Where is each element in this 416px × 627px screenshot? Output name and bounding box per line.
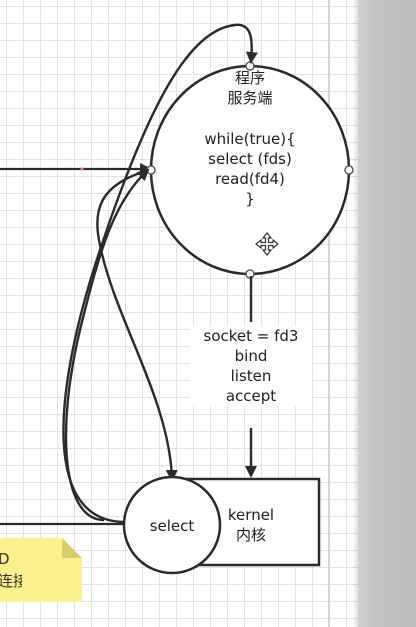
server-title-line1: 程序	[234, 69, 265, 87]
connection-handle-right[interactable]	[344, 165, 354, 175]
side-panel	[358, 0, 416, 627]
kernel-label-line2: 内核	[235, 526, 266, 544]
sticky-line2: 连接	[0, 572, 22, 590]
server-code-line: read(fd4)	[215, 170, 285, 188]
server-code-line: while(true){	[204, 130, 296, 148]
edge-label[interactable]: socket = fd3 bind listen accept	[190, 326, 312, 406]
edge-label-line: listen	[230, 367, 272, 385]
faint-point	[80, 167, 84, 171]
server-code-line: select (fds)	[208, 150, 292, 168]
kernel-label-line1: kernel	[227, 506, 275, 524]
server-code-line: }	[245, 190, 255, 208]
server-title-line2: 服务端	[227, 89, 273, 107]
edge-label-line: accept	[225, 387, 277, 405]
move-cursor-icon[interactable]	[255, 232, 279, 256]
page-border	[328, 0, 330, 627]
kernel-node-label: kernel 内核	[216, 505, 286, 545]
server-node-title: 程序 服务端	[190, 68, 310, 108]
canvas-shadow	[352, 0, 358, 627]
edge-label-line: bind	[234, 347, 268, 365]
edge-select-to-server[interactable]	[64, 168, 150, 522]
select-node-label: select	[149, 517, 195, 535]
edge-label-line: socket = fd3	[203, 327, 299, 345]
sticky-line1: D	[0, 550, 10, 568]
sticky-note-text: D 连接	[0, 548, 22, 592]
server-node-code: while(true){ select (fds) read(fd4) }	[180, 129, 320, 209]
edge-server-to-select[interactable]	[96, 169, 178, 482]
connection-handle-left[interactable]	[146, 165, 156, 175]
